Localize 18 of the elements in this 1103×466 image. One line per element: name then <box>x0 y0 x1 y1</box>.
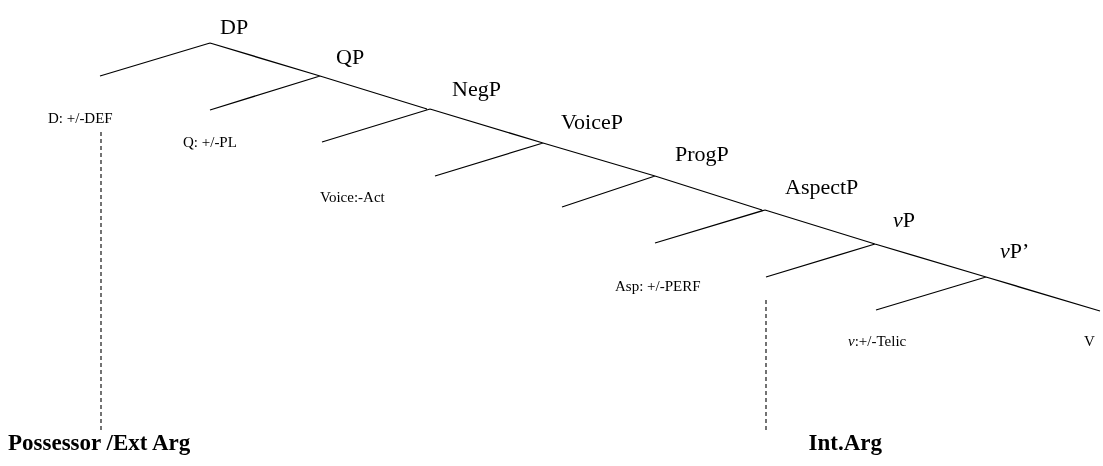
category-label: DP <box>220 16 249 38</box>
category-label: vP <box>893 209 915 231</box>
dashed-line <box>100 131 102 431</box>
category-label: ProgP <box>675 143 729 165</box>
feature-label: Asp: +/-PERF <box>615 279 701 294</box>
feature-label: Q: +/-PL <box>183 135 237 150</box>
dashed-line <box>765 299 767 431</box>
category-label: vP’ <box>1000 240 1030 262</box>
feature-label: Voice:-Act <box>320 190 385 205</box>
feature-label: v:+/-Telic <box>848 334 907 349</box>
terminal-label: V <box>1084 334 1095 349</box>
category-label: AspectP <box>785 176 859 198</box>
category-label: QP <box>336 46 365 68</box>
argument-label: Int.Arg <box>808 431 882 454</box>
argument-label: Possessor /Ext Arg <box>8 431 191 454</box>
category-label: NegP <box>452 78 501 100</box>
category-label: VoiceP <box>561 111 623 133</box>
feature-label: D: +/-DEF <box>48 111 113 126</box>
